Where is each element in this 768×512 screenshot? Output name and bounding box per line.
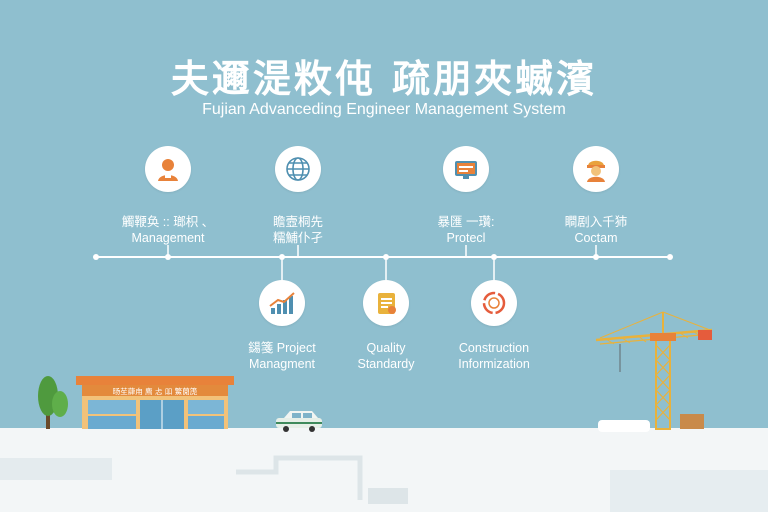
node-quality-standardy: Quality Standardy: [311, 280, 461, 372]
node-management: 觸鞭奂 :: 瑯枳 、 Management: [93, 146, 243, 246]
crane: [595, 311, 713, 430]
car: [276, 411, 322, 432]
node-label-secondary: 糯鯆仆孑: [272, 231, 323, 245]
timeline-dot: [93, 254, 99, 260]
node-label-primary: 鐋箋 Project: [248, 341, 316, 355]
crate: [680, 414, 704, 429]
node-globe: 瞻壼桐先 糯鯆仆孑: [223, 146, 373, 246]
page-title: 夫邇湜敉伅 疏朋夾蝛濱: [170, 57, 598, 101]
node-label-secondary: Coctam: [574, 231, 618, 245]
node-label-primary: Quality: [366, 341, 406, 355]
node-label-secondary: Protecl: [446, 231, 486, 245]
timeline-dot: [491, 254, 497, 260]
node-coctam: 瞷剧入千犻 Coctam: [521, 146, 671, 246]
node-label-secondary: Managment: [248, 357, 315, 371]
globe-icon: [275, 146, 321, 192]
node-label-primary: 瞻壼桐先: [272, 215, 323, 229]
node-label-primary: 觸鞭奂 :: 瑯枳 、: [121, 215, 215, 229]
building: 旸苼蕼甪 廌 忐 吅 鰵蕑箎: [76, 376, 234, 429]
node-project-management: 鐋箋 Project Managment: [207, 280, 357, 372]
timeline: [93, 245, 673, 280]
crane-counterweight: [698, 330, 712, 340]
worker-icon: [573, 146, 619, 192]
monitor-icon: [443, 146, 489, 192]
timeline-dot: [279, 254, 285, 260]
cycle-icon: [471, 280, 517, 326]
building-sign: 旸苼蕼甪 廌 忐 吅 鰵蕑箎: [113, 386, 198, 396]
timeline-dot: [667, 254, 673, 260]
page-subtitle: Fujian Advanceding Engineer Management S…: [202, 101, 566, 118]
bar-chart-icon: [259, 280, 305, 326]
node-label-primary: 暴匯 一瓚:: [437, 215, 495, 229]
node-label-primary: Construction: [458, 341, 530, 355]
node-label-primary: 瞷剧入千犻: [564, 215, 628, 229]
node-protect: 暴匯 一瓚: Protecl: [391, 146, 541, 246]
tree: [38, 376, 68, 429]
node-label-secondary: Management: [131, 231, 205, 245]
person-icon: [145, 146, 191, 192]
node-label-secondary: Standardy: [357, 357, 415, 371]
timeline-dot: [593, 254, 599, 260]
document-icon: [363, 280, 409, 326]
timeline-dot: [383, 254, 389, 260]
timeline-dot: [165, 254, 171, 260]
node-construction-informization: Construction Informization: [419, 280, 569, 372]
node-label-secondary: Informization: [458, 357, 530, 371]
